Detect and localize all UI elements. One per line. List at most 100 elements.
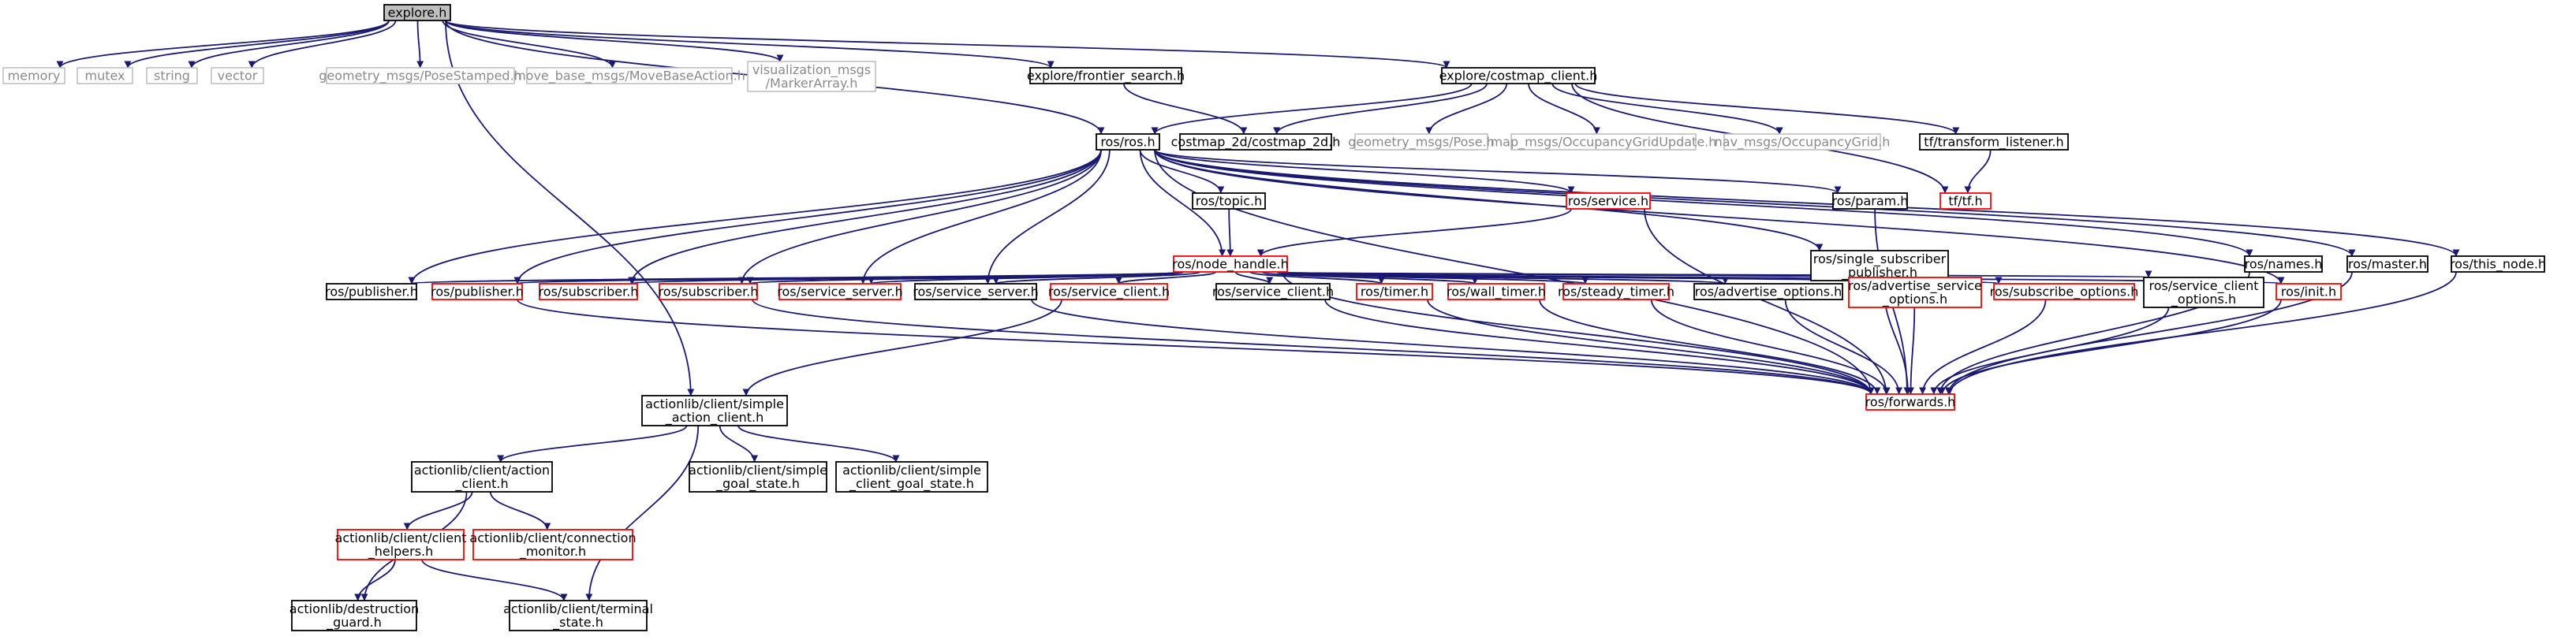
node-label: ros/init.h <box>2281 285 2336 300</box>
node-publisher-black[interactable]: ros/publisher.h <box>325 283 418 300</box>
node-box <box>1356 283 1433 300</box>
edge-simple_action_client-to-terminal_state <box>585 425 700 601</box>
edge-topic_h-to-node_handle <box>1226 208 1234 257</box>
node-move-base-action[interactable]: move_base_msgs/MoveBaseAction.h <box>513 67 745 84</box>
node-label: geometry_msgs/PoseStamped.h <box>319 69 522 84</box>
node-param-h[interactable]: ros/param.h <box>1832 192 1909 210</box>
node-box <box>1562 283 1670 300</box>
node-label: ros/master.h <box>2348 257 2427 272</box>
node-subscribe-options[interactable]: ros/subscribe_options.h <box>1990 283 2139 300</box>
node-label: ros/ros.h <box>1100 135 1155 150</box>
node-occ-grid[interactable]: nav_msgs/OccupancyGrid.h <box>1715 133 1891 151</box>
node-this-node-h[interactable]: ros/this_node.h <box>2450 255 2546 273</box>
node-label: /MarkerArray.h <box>766 76 858 91</box>
node-label: ros/forwards.h <box>1865 395 1956 410</box>
node-timer-h[interactable]: ros/timer.h <box>1356 283 1433 300</box>
node-init-h[interactable]: ros/init.h <box>2275 283 2342 300</box>
node-simple-goal-state[interactable]: actionlib/client/simple_goal_state.h <box>689 461 827 493</box>
node-label: _client_goal_state.h <box>849 476 974 492</box>
node-box <box>2451 255 2545 273</box>
node-box <box>659 283 758 300</box>
node-terminal-state[interactable]: actionlib/client/terminal_state.h <box>503 600 653 631</box>
node-mutex[interactable]: mutex <box>77 67 133 84</box>
node-node-handle[interactable]: ros/node_handle.h <box>1172 255 1289 273</box>
node-simple-action-client[interactable]: actionlib/client/simple_action_client.h <box>641 395 788 426</box>
edge-costmap_client-to-occ_grid <box>1551 83 1783 135</box>
node-transform-listener[interactable]: tf/transform_listener.h <box>1919 133 2069 151</box>
node-service-server-black[interactable]: ros/service_server.h <box>913 283 1039 300</box>
node-service-client-red[interactable]: ros/service_client.h <box>1048 283 1170 300</box>
node-label: ros/names.h <box>2245 257 2323 272</box>
node-service-client-options[interactable]: ros/service_client_options.h <box>2143 277 2264 308</box>
node-label: memory <box>8 69 61 84</box>
node-service-h[interactable]: ros/service.h <box>1566 192 1651 210</box>
edge-node_handle-to-service_client_red <box>1114 271 1217 285</box>
node-label: _options.h <box>1882 292 1947 307</box>
node-pose-stamped[interactable]: geometry_msgs/PoseStamped.h <box>319 67 522 84</box>
node-client-helpers[interactable]: actionlib/client/client_helpers.h <box>335 529 467 560</box>
edge-subscriber_red2-to-forwards_h <box>752 299 1875 395</box>
node-label: explore.h <box>388 6 447 20</box>
node-marker-array[interactable]: visualization_msgs/MarkerArray.h <box>747 61 876 92</box>
node-ros-h[interactable]: ros/ros.h <box>1096 133 1160 151</box>
node-box <box>778 283 902 300</box>
node-wall-timer-h[interactable]: ros/wall_timer.h <box>1447 283 1546 300</box>
node-destruction-guard[interactable]: actionlib/destruction_guard.h <box>289 600 419 631</box>
edge-advertise_options-to-forwards_h <box>1784 299 1903 395</box>
node-names-h[interactable]: ros/names.h <box>2244 255 2323 273</box>
node-costmap-2d[interactable]: costmap_2d/costmap_2d.h <box>1171 133 1341 151</box>
node-box <box>641 395 788 426</box>
node-label: ros/publisher.h <box>431 285 524 300</box>
node-box <box>1215 283 1331 300</box>
node-label: actionlib/client/connection <box>469 530 636 545</box>
edge-ros_h-to-publisher_red <box>513 149 1102 285</box>
node-publisher-red[interactable]: ros/publisher.h <box>431 283 524 300</box>
edge-node_handle-to-service_client_options <box>1282 270 2150 278</box>
node-explore-h[interactable]: explore.h <box>383 4 451 21</box>
edge-explore_h-to-vector <box>248 20 397 69</box>
node-label: ros/advertise_options.h <box>1695 285 1842 300</box>
node-box <box>337 529 465 560</box>
node-label: actionlib/destruction <box>289 601 419 616</box>
node-advertise-options[interactable]: ros/advertise_options.h <box>1693 283 1843 300</box>
edge-service_client_red-to-simple_action_client <box>742 299 1062 396</box>
node-label: ros/topic.h <box>1196 194 1262 209</box>
node-box <box>1354 133 1488 151</box>
node-costmap-client[interactable]: explore/costmap_client.h <box>1439 67 1598 84</box>
node-memory[interactable]: memory <box>2 67 65 84</box>
node-box <box>1566 192 1651 210</box>
edge-service_client_black-to-forwards_h <box>1324 299 1875 395</box>
node-occ-grid-update[interactable]: map_msgs/OccupancyGridUpdate.h <box>1491 133 1717 151</box>
node-subscriber-red2[interactable]: ros/subscriber.h <box>659 283 759 300</box>
node-subscriber-red1[interactable]: ros/subscriber.h <box>539 283 639 300</box>
node-single-sub-pub[interactable]: ros/single_subscriber_publisher.h <box>1810 250 1949 281</box>
edge-ros_h-to-publisher_black <box>408 149 1102 285</box>
node-simple-client-goal-state[interactable]: actionlib/client/simple_client_goal_stat… <box>835 461 988 493</box>
node-service-server-red[interactable]: ros/service_server.h <box>777 283 903 300</box>
node-label: ros/service_client.h <box>1048 285 1170 300</box>
node-action-client[interactable]: actionlib/client/action_client.h <box>411 461 553 493</box>
node-box <box>77 67 133 84</box>
node-connection-monitor[interactable]: actionlib/client/connection_monitor.h <box>469 529 637 560</box>
edge-init_h-to-forwards_h <box>1938 299 2282 395</box>
node-box <box>1096 133 1160 151</box>
node-label: actionlib/client/simple <box>645 396 784 411</box>
node-advertise-service-options[interactable]: ros/advertise_service_options.h <box>1848 277 1982 308</box>
edge-explore_h-to-string <box>188 20 390 69</box>
node-pose-h[interactable]: geometry_msgs/Pose.h <box>1348 133 1495 151</box>
node-forwards-h[interactable]: ros/forwards.h <box>1865 393 1956 411</box>
node-tf-h[interactable]: tf/tf.h <box>1939 192 1992 210</box>
node-label: ros/subscriber.h <box>659 285 759 300</box>
node-topic-h[interactable]: ros/topic.h <box>1192 192 1266 210</box>
node-master-h[interactable]: ros/master.h <box>2346 255 2429 273</box>
edge-explore_h-to-simple_action_client <box>445 20 695 396</box>
node-frontier-search[interactable]: explore/frontier_search.h <box>1027 67 1185 84</box>
edge-client_helpers-to-terminal_state <box>421 559 568 601</box>
node-service-client-black[interactable]: ros/service_client.h <box>1212 283 1334 300</box>
node-label: nav_msgs/OccupancyGrid.h <box>1715 135 1891 151</box>
node-steady-timer-h[interactable]: ros/steady_timer.h <box>1558 283 1674 300</box>
node-string[interactable]: string <box>146 67 198 84</box>
node-vector[interactable]: vector <box>211 67 264 84</box>
node-label: costmap_2d/costmap_2d.h <box>1171 135 1341 151</box>
